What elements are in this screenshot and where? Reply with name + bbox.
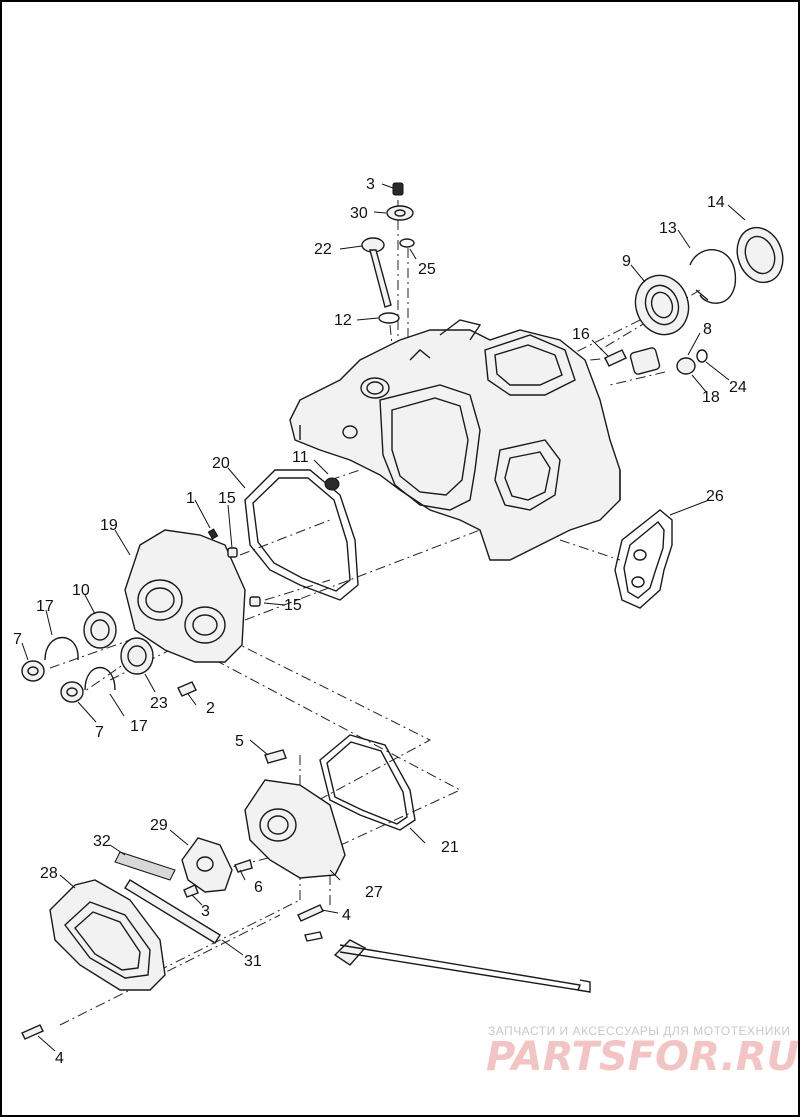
callout-22: 22 bbox=[314, 241, 332, 258]
cover-27 bbox=[244, 749, 346, 879]
callout-9: 9 bbox=[622, 253, 631, 270]
callout-7-top: 7 bbox=[13, 631, 22, 648]
watermark: ЗАПЧАСТИ И АКСЕССУАРЫ ДЛЯ МОТОТЕХНИКИ PA… bbox=[486, 1024, 799, 1080]
callout-13: 13 bbox=[659, 220, 677, 237]
outer-cover-28 bbox=[49, 879, 166, 991]
watermark-brand: PARTSFOR.RU bbox=[486, 1034, 799, 1080]
callout-14: 14 bbox=[707, 194, 725, 211]
trim-strips bbox=[114, 851, 221, 944]
callout-24: 24 bbox=[729, 379, 747, 396]
callout-31: 31 bbox=[244, 953, 262, 970]
callout-labels: 3 30 22 25 12 14 13 9 8 24 18 16 11 20 2… bbox=[13, 176, 747, 1067]
callout-32: 32 bbox=[93, 833, 111, 850]
callout-15-bottom: 15 bbox=[284, 597, 302, 614]
callout-17-top: 17 bbox=[36, 598, 54, 615]
callout-30: 30 bbox=[350, 205, 368, 222]
callout-19: 19 bbox=[100, 517, 118, 534]
bearing-housing-19 bbox=[124, 528, 261, 697]
callout-1: 1 bbox=[186, 490, 195, 507]
callout-5: 5 bbox=[235, 733, 244, 750]
leader-lines bbox=[21, 183, 746, 1052]
gasket-26 bbox=[614, 509, 673, 609]
transmission-case bbox=[289, 319, 621, 561]
callout-18: 18 bbox=[702, 389, 720, 406]
callout-11: 11 bbox=[292, 449, 309, 466]
callout-20: 20 bbox=[212, 455, 230, 472]
top-fasteners bbox=[361, 182, 415, 324]
callout-8: 8 bbox=[703, 321, 712, 338]
watermark-tagline: ЗАПЧАСТИ И АКСЕССУАРЫ ДЛЯ МОТОТЕХНИКИ bbox=[488, 1024, 790, 1038]
bolts bbox=[21, 904, 324, 1040]
gasket-20 bbox=[244, 469, 359, 601]
callout-15-top: 15 bbox=[218, 490, 236, 507]
callout-16: 16 bbox=[572, 326, 590, 343]
callout-23: 23 bbox=[150, 695, 168, 712]
callout-28: 28 bbox=[40, 865, 58, 882]
callout-6: 6 bbox=[254, 879, 263, 896]
shift-rod bbox=[304, 931, 591, 993]
right-side-parts bbox=[604, 226, 784, 375]
left-side-parts bbox=[21, 611, 154, 703]
cover-29 bbox=[181, 837, 253, 898]
callout-27: 27 bbox=[365, 884, 383, 901]
callout-3-bottom: 3 bbox=[201, 903, 210, 920]
callout-4-bottom: 4 bbox=[55, 1050, 64, 1067]
gasket-21 bbox=[319, 734, 416, 831]
callout-12: 12 bbox=[334, 312, 352, 329]
callout-2: 2 bbox=[206, 700, 215, 717]
callout-25: 25 bbox=[418, 261, 436, 278]
callout-17-bottom: 17 bbox=[130, 718, 148, 735]
callout-29: 29 bbox=[150, 817, 168, 834]
callout-10: 10 bbox=[72, 582, 90, 599]
callout-3: 3 bbox=[366, 176, 375, 193]
callout-21: 21 bbox=[441, 839, 459, 856]
callout-4-mid: 4 bbox=[342, 907, 351, 924]
callout-7-bottom: 7 bbox=[95, 724, 104, 741]
callout-26: 26 bbox=[706, 488, 724, 505]
